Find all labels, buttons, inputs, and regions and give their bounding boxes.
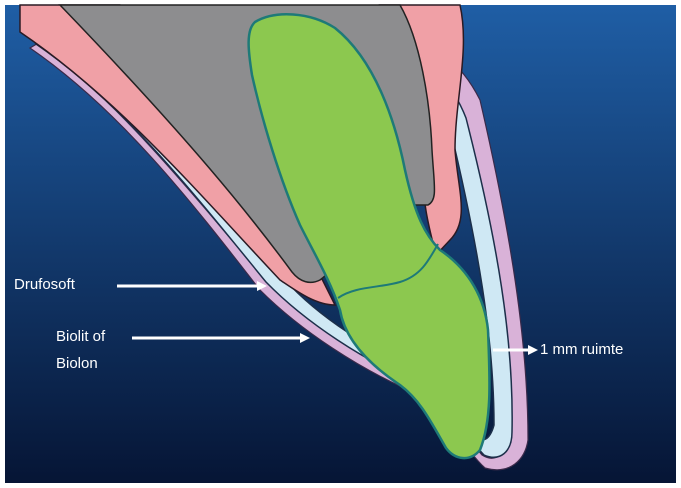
biolit-label-line2: Biolon <box>56 353 98 375</box>
drufosoft-label: Drufosoft <box>14 274 75 296</box>
biolit-label-line1: Biolit of <box>56 326 105 348</box>
ruimte-label: 1 mm ruimte <box>540 339 623 361</box>
